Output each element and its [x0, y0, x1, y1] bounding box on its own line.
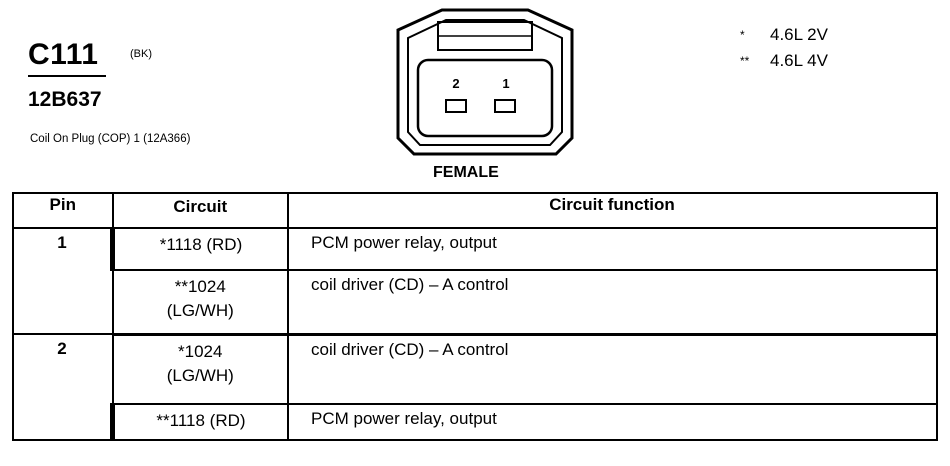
function-cell: PCM power relay, output — [287, 403, 938, 441]
circuit-line: **1118 (RD) — [156, 411, 246, 430]
table-header-row: Pin Circuit Circuit function — [12, 192, 938, 229]
circuit-cell: *1118 (RD) — [110, 227, 289, 271]
function-cell: PCM power relay, output — [287, 227, 938, 271]
table-row: 2 *1024 (LG/WH) coil driver (CD) – A con… — [12, 333, 938, 441]
connector-inner-shell — [407, 19, 563, 146]
table-row: 1 *1118 (RD) PCM power relay, output — [12, 227, 938, 335]
engine-legend: * 4.6L 2V ** 4.6L 4V — [740, 22, 828, 74]
circuit-line: (LG/WH) — [166, 365, 234, 385]
table-row: **1118 (RD) PCM power relay, output — [13, 403, 938, 441]
pin-table: Pin Circuit Circuit function 1 *1118 (RD… — [12, 192, 938, 441]
circuit-cell: **1024 (LG/WH) — [111, 269, 289, 336]
pin-socket-1 — [494, 99, 516, 113]
table-row: **1024 (LG/WH) coil driver (CD) – A cont… — [13, 269, 938, 336]
title-underline — [28, 75, 106, 77]
pin-label-1: 1 — [502, 76, 509, 91]
function-cell: coil driver (CD) – A control — [287, 333, 938, 405]
legend-row: * 4.6L 2V — [740, 22, 828, 48]
connector-face-diagram: 2 1 — [396, 8, 574, 156]
header-circuit: Circuit — [111, 192, 289, 229]
legend-mark: ** — [740, 54, 750, 68]
header-circuit-function: Circuit function — [287, 192, 938, 229]
legend-mark: * — [740, 28, 745, 42]
header-pin: Pin — [12, 192, 114, 229]
legend-row: ** 4.6L 4V — [740, 48, 828, 74]
circuit-cell: **1118 (RD) — [110, 403, 289, 441]
legend-engine: 4.6L 4V — [770, 51, 828, 70]
pin-cell: 2 — [12, 333, 114, 441]
circuit-line: *1024 — [178, 341, 223, 361]
connector-color: (BK) — [130, 48, 152, 60]
connector-description: Coil On Plug (COP) 1 (12A366) — [30, 133, 191, 145]
gender-label: FEMALE — [433, 164, 499, 181]
pin-socket-2 — [445, 99, 467, 113]
circuit-cell: *1024 (LG/WH) — [111, 333, 289, 405]
circuit-line: **1024 — [174, 277, 226, 296]
connector-outer-shell — [396, 8, 574, 156]
pin-cell: 1 — [12, 227, 114, 335]
circuit-line: (LG/WH) — [166, 301, 234, 320]
connector-cavity — [416, 58, 554, 138]
connector-id: C111 — [28, 38, 99, 71]
legend-engine: 4.6L 2V — [770, 25, 828, 44]
part-number: 12B637 — [28, 88, 102, 111]
circuit-line: *1118 (RD) — [159, 235, 243, 254]
function-cell: coil driver (CD) – A control — [287, 269, 938, 336]
pin-label-2: 2 — [452, 76, 459, 91]
